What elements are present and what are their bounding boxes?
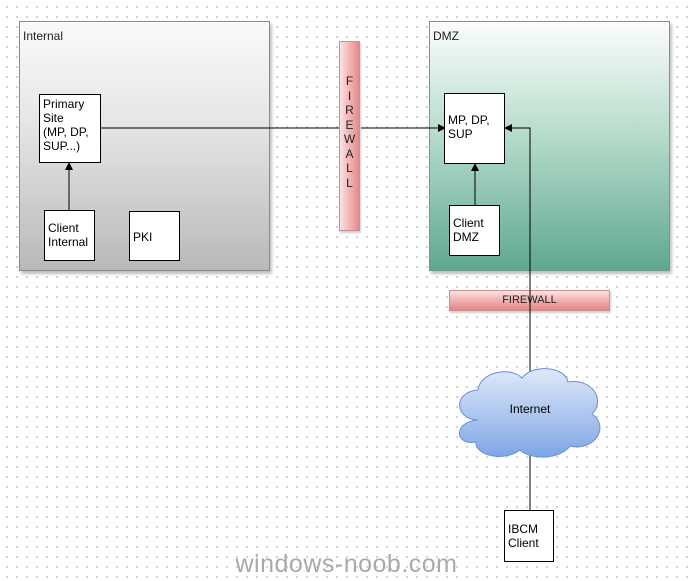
dmz-server-node: MP, DP, SUP	[444, 93, 505, 164]
watermark-text: windows-noob.com	[235, 550, 458, 578]
pki-node: PKI	[129, 211, 180, 261]
firewall-vertical: F I R E W A L L	[339, 41, 360, 231]
ibcm-client-node: IBCM Client	[504, 510, 554, 562]
client-dmz-node: Client DMZ	[449, 205, 500, 256]
firewall-vertical-label: F I R E W A L L	[343, 74, 356, 190]
internal-zone-title: Internal	[23, 29, 64, 43]
primary-site-node: Primary Site (MP, DP, SUP...)	[39, 94, 101, 163]
internet-cloud-icon	[459, 368, 601, 458]
internet-label: Internet	[509, 402, 551, 416]
dmz-zone-title: DMZ	[433, 29, 459, 43]
connector-internet-to-dmz-server	[504, 124, 531, 372]
client-internal-node: Client Internal	[44, 210, 95, 261]
